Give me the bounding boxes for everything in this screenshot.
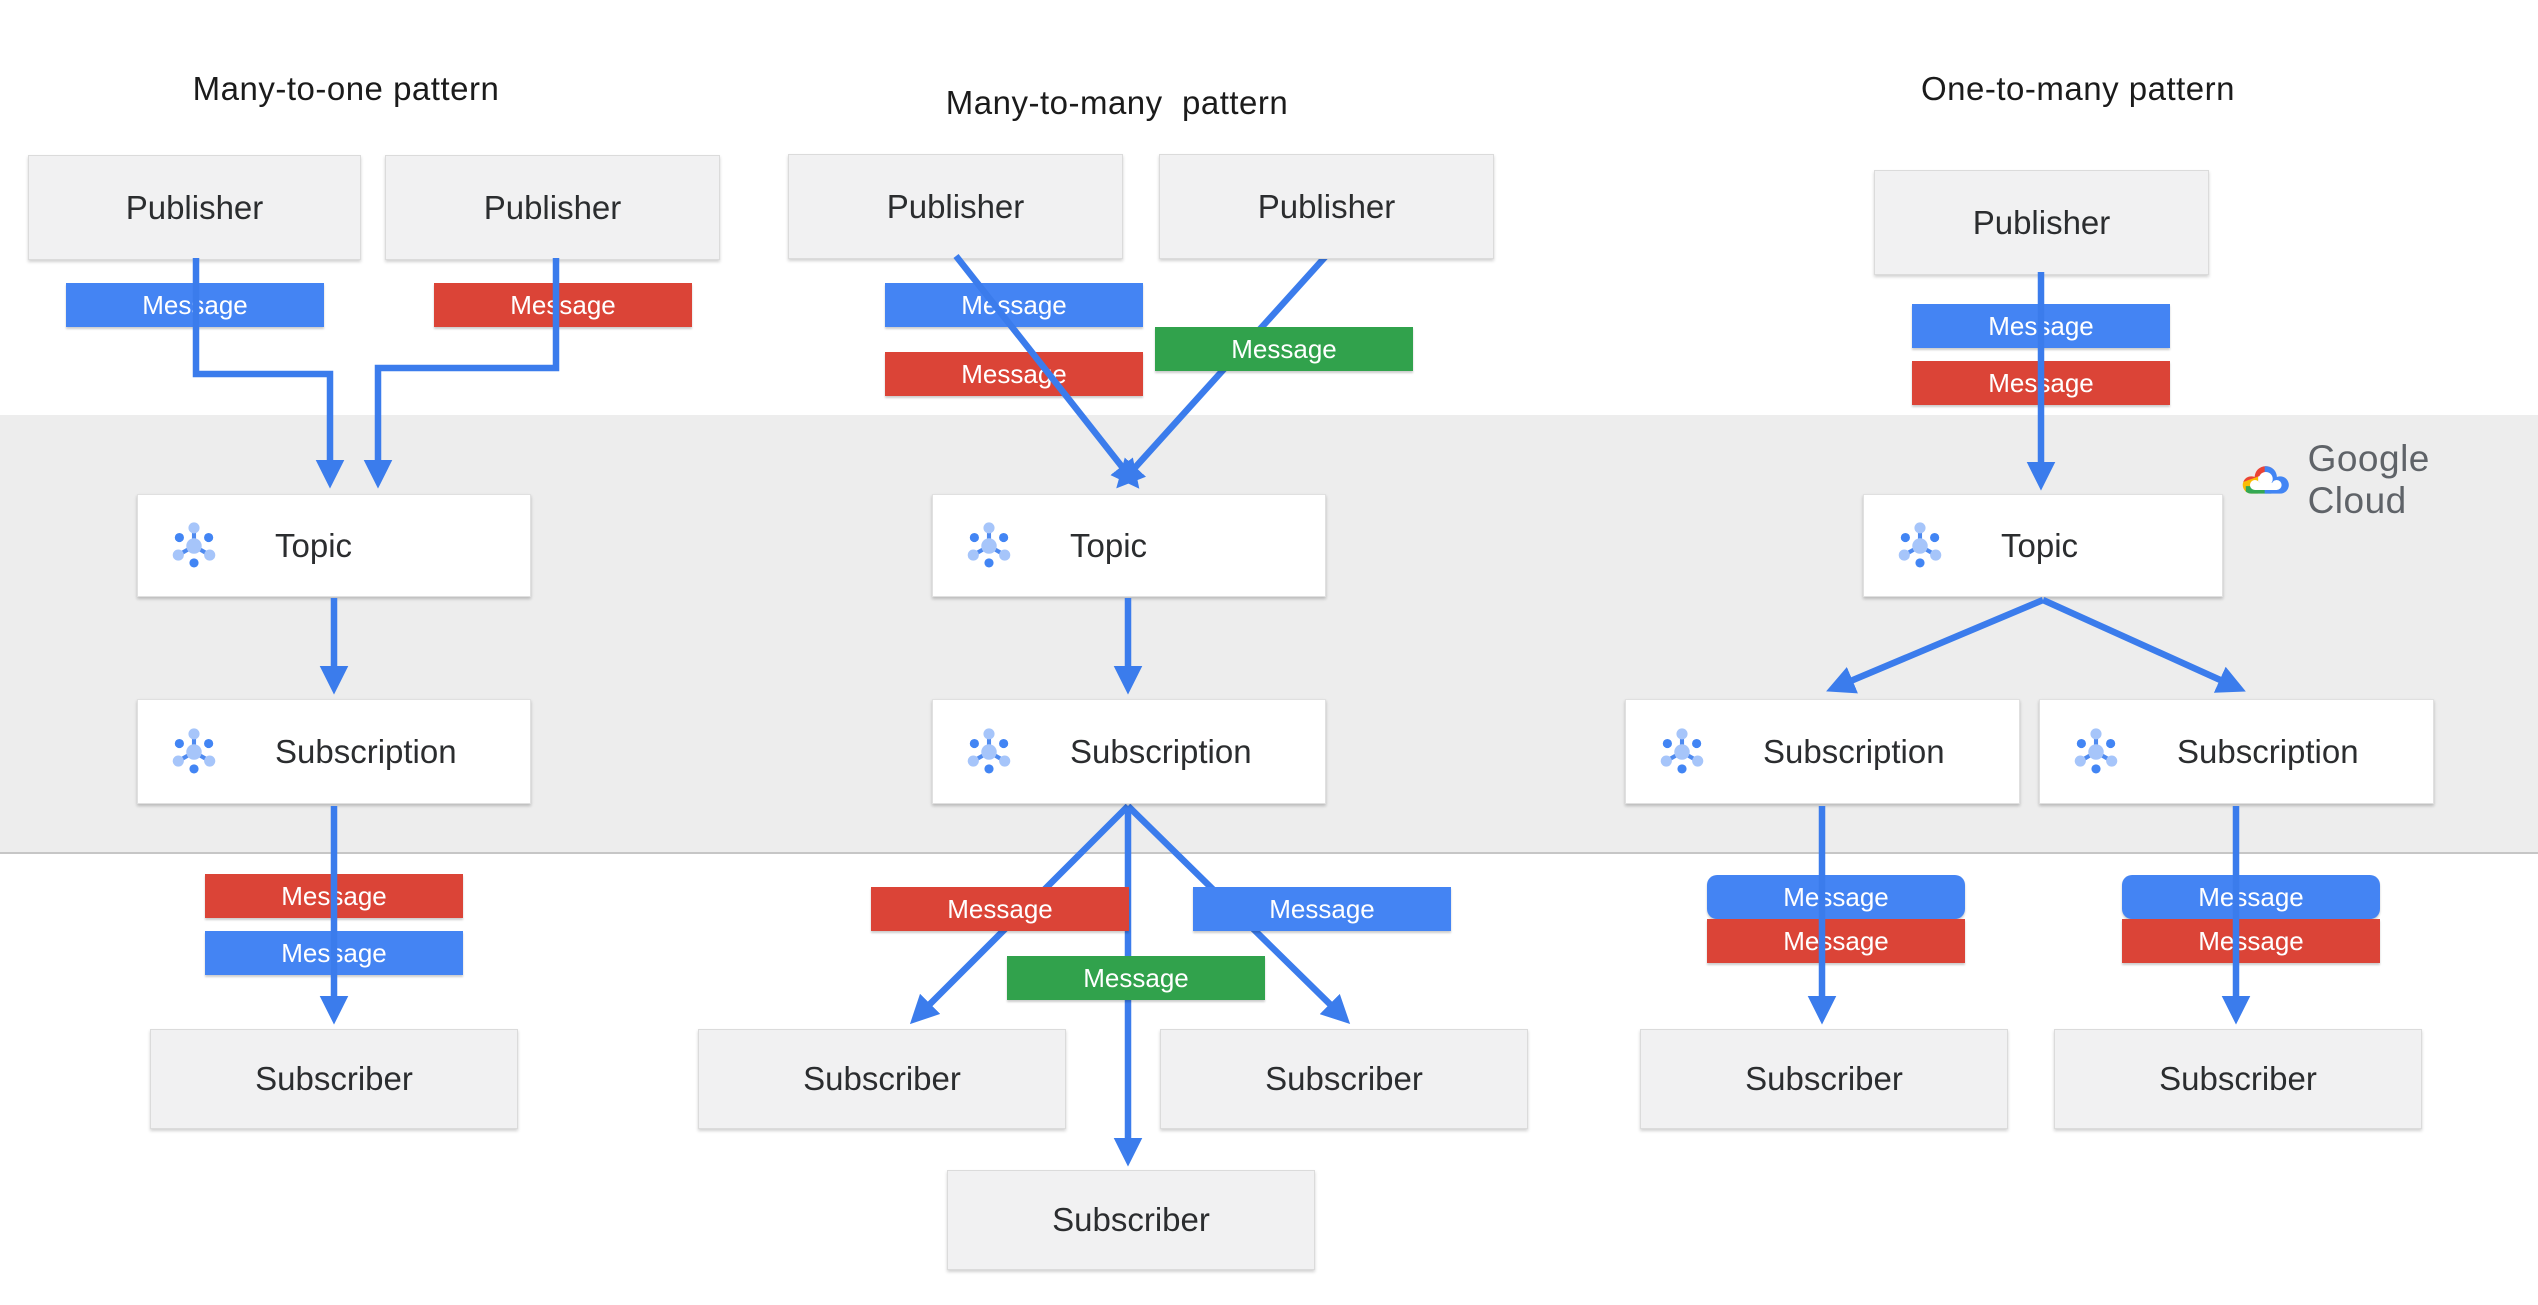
publisher-label: Publisher [1972, 203, 2111, 241]
message-label: Message [1269, 893, 1375, 924]
subscription-label: Subscription [275, 732, 457, 770]
title-many-to-many: Many-to-many pattern [945, 84, 1289, 121]
message-chip-red: Message [1707, 919, 1965, 963]
title-one-to-many: One-to-many pattern [1921, 70, 2235, 107]
pubsub-subscription-icon [1653, 723, 1711, 781]
pubsub-topic-icon [1891, 517, 1949, 575]
topic-box: Topic [932, 494, 1326, 597]
message-label: Message [2198, 881, 2304, 912]
publisher-box: Publisher [1159, 154, 1494, 259]
message-label: Message [947, 893, 1053, 924]
publisher-label: Publisher [886, 187, 1025, 225]
topic-label: Topic [2001, 526, 2079, 564]
google-cloud-logo: Google Cloud [2238, 438, 2538, 522]
message-chip-red: Message [871, 887, 1129, 931]
publisher-box: Publisher [28, 155, 361, 260]
message-chip-red: Message [434, 283, 692, 327]
topic-label: Topic [275, 526, 353, 564]
message-label: Message [961, 358, 1067, 389]
message-chip-red: Message [885, 352, 1143, 396]
title-many-to-one: Many-to-one pattern [192, 70, 500, 107]
subscriber-box: Subscriber [2054, 1029, 2422, 1129]
message-label: Message [510, 289, 616, 320]
google-cloud-icon [2238, 457, 2294, 503]
subscription-box: Subscription [1625, 699, 2020, 804]
message-chip-red: Message [1912, 361, 2170, 405]
publisher-box: Publisher [1874, 170, 2209, 275]
message-label: Message [961, 289, 1067, 320]
topic-box: Topic [137, 494, 531, 597]
topic-box: Topic [1863, 494, 2223, 597]
subscriber-label: Subscriber [2159, 1060, 2317, 1097]
publisher-label: Publisher [1257, 187, 1396, 225]
subscriber-label: Subscriber [1745, 1060, 1903, 1097]
message-chip-blue: Message [885, 283, 1143, 327]
message-label: Message [281, 880, 387, 911]
pubsub-topic-icon [165, 517, 223, 575]
pubsub-subscription-icon [165, 723, 223, 781]
google-cloud-logo-text: Google Cloud [2307, 438, 2430, 521]
pubsub-topic-icon [960, 517, 1018, 575]
message-chip-blue: Message [1912, 304, 2170, 348]
message-label: Message [1231, 333, 1337, 364]
message-label: Message [1988, 367, 2094, 398]
subscriber-box: Subscriber [947, 1170, 1315, 1270]
subscription-label: Subscription [1070, 732, 1252, 770]
subscription-box: Subscription [137, 699, 531, 804]
message-label: Message [1083, 962, 1189, 993]
subscription-label: Subscription [2177, 732, 2359, 770]
pubsub-subscription-icon [2067, 723, 2125, 781]
message-chip-blue: Message [1707, 875, 1965, 919]
subscription-box: Subscription [932, 699, 1326, 804]
message-label: Message [1783, 881, 1889, 912]
subscriber-label: Subscriber [1052, 1201, 1210, 1238]
subscriber-label: Subscriber [1265, 1060, 1423, 1097]
message-chip-green: Message [1155, 327, 1413, 371]
topic-label: Topic [1070, 526, 1148, 564]
subscriber-label: Subscriber [803, 1060, 961, 1097]
subscriber-box: Subscriber [150, 1029, 518, 1129]
subscriber-box: Subscriber [1160, 1029, 1528, 1129]
publisher-label: Publisher [125, 188, 264, 226]
message-label: Message [2198, 925, 2304, 956]
message-label: Message [142, 289, 248, 320]
publisher-label: Publisher [483, 188, 622, 226]
message-chip-blue: Message [1193, 887, 1451, 931]
message-chip-blue: Message [2122, 875, 2380, 919]
subscriber-box: Subscriber [698, 1029, 1066, 1129]
message-chip-red: Message [2122, 919, 2380, 963]
subscriber-label: Subscriber [255, 1060, 413, 1097]
message-chip-green: Message [1007, 956, 1265, 1000]
message-chip-red: Message [205, 874, 463, 918]
message-label: Message [281, 937, 387, 968]
publisher-box: Publisher [788, 154, 1123, 259]
message-label: Message [1988, 310, 2094, 341]
subscription-label: Subscription [1763, 732, 1945, 770]
subscriber-box: Subscriber [1640, 1029, 2008, 1129]
message-label: Message [1783, 925, 1889, 956]
message-chip-blue: Message [66, 283, 324, 327]
publisher-box: Publisher [385, 155, 720, 260]
pubsub-subscription-icon [960, 723, 1018, 781]
subscription-box: Subscription [2039, 699, 2434, 804]
message-chip-blue: Message [205, 931, 463, 975]
